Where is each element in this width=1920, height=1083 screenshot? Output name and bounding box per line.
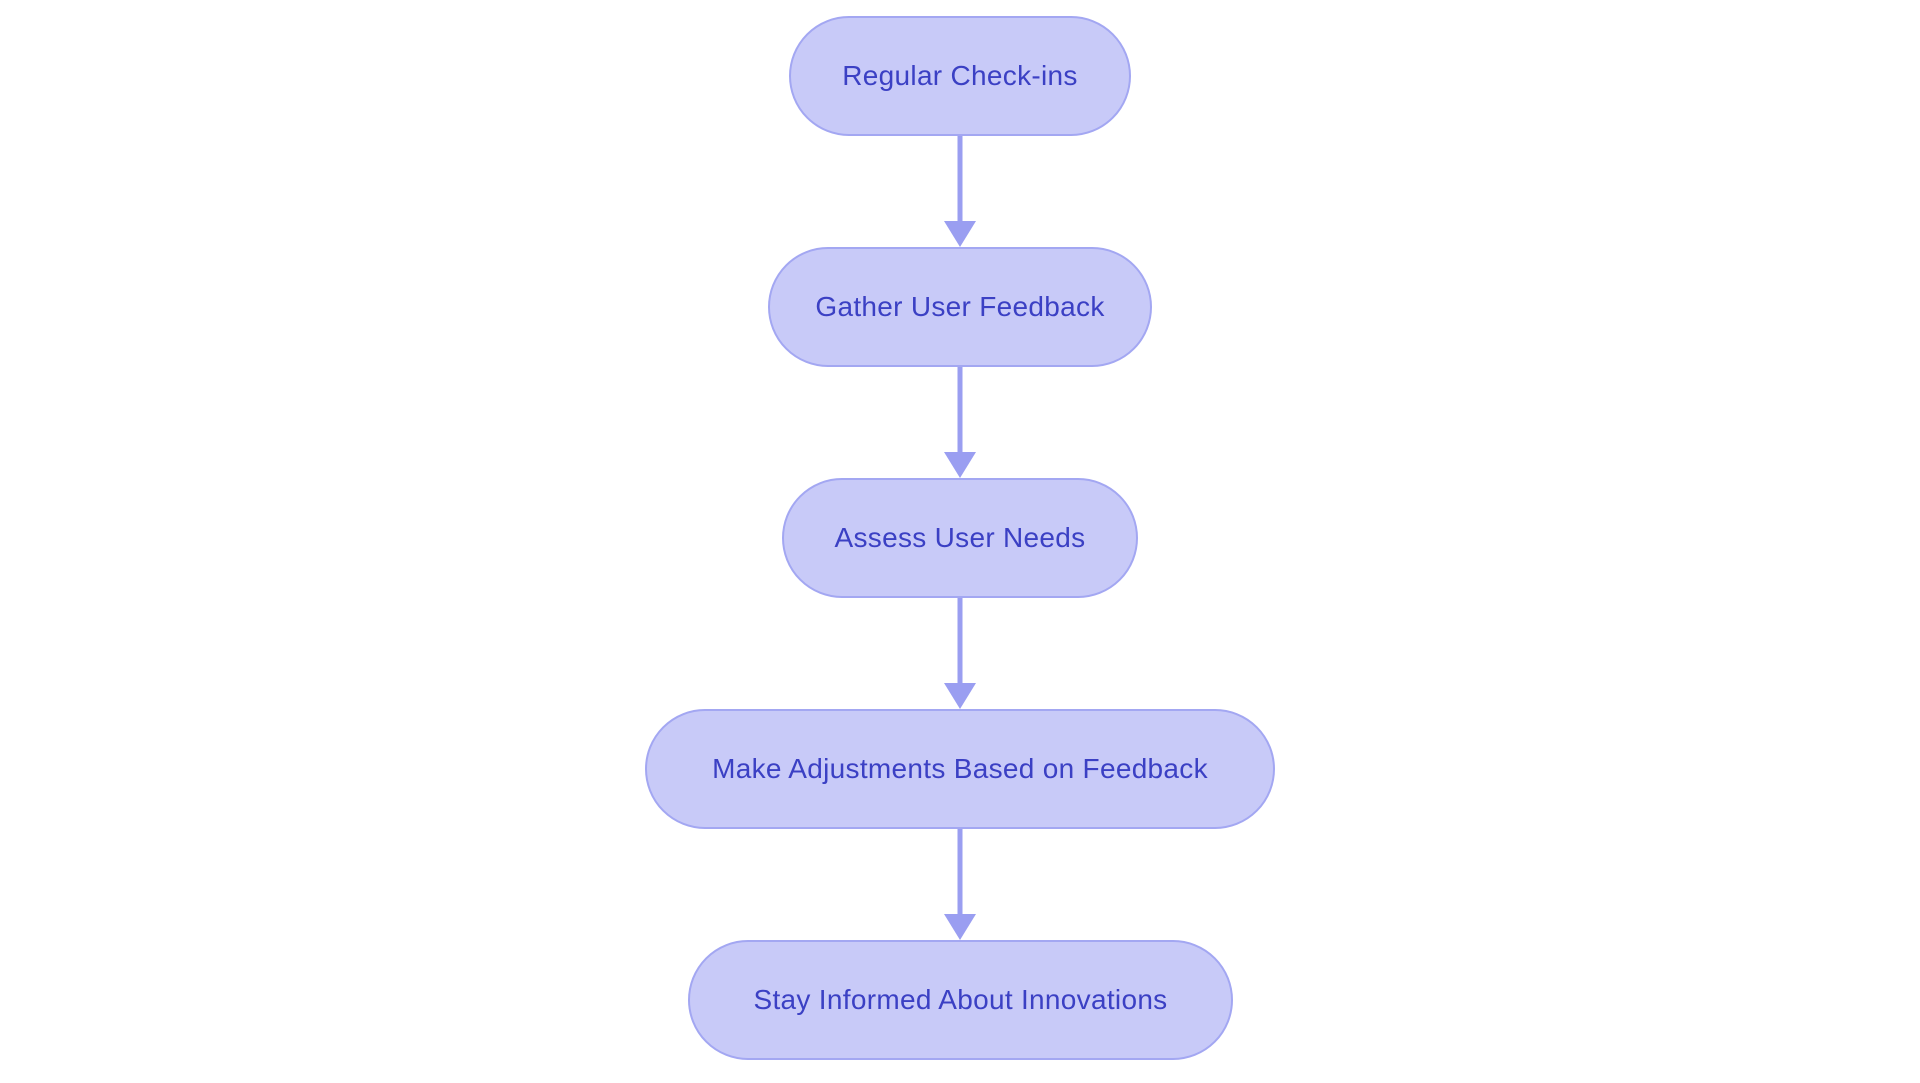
- node-gather-user-feedback: Gather User Feedback: [768, 247, 1152, 367]
- edge-arrow-1: [944, 136, 976, 247]
- arrow-line: [957, 829, 963, 916]
- arrow-line: [957, 598, 963, 685]
- node-stay-informed-about-innovations-label: Stay Informed About Innovations: [753, 984, 1168, 1015]
- node-regular-check-ins: Regular Check-ins: [789, 16, 1131, 136]
- node-gather-user-feedback-label: Gather User Feedback: [815, 291, 1105, 322]
- node-assess-user-needs-label: Assess User Needs: [834, 522, 1086, 553]
- arrow-line: [957, 367, 963, 454]
- arrowhead-down-icon: [944, 221, 976, 247]
- edge-arrow-4: [944, 829, 976, 940]
- arrow-line: [957, 136, 963, 223]
- arrowhead-down-icon: [944, 452, 976, 478]
- node-make-adjustments-based-on-feedback: Make Adjustments Based on Feedback: [645, 709, 1275, 829]
- node-make-adjustments-based-on-feedback-label: Make Adjustments Based on Feedback: [712, 753, 1208, 784]
- edge-arrow-2: [944, 367, 976, 478]
- arrowhead-down-icon: [944, 914, 976, 940]
- edge-arrow-3: [944, 598, 976, 709]
- arrowhead-down-icon: [944, 683, 976, 709]
- node-assess-user-needs: Assess User Needs: [782, 478, 1138, 598]
- node-stay-informed-about-innovations: Stay Informed About Innovations: [688, 940, 1233, 1060]
- node-regular-check-ins-label: Regular Check-ins: [842, 60, 1078, 91]
